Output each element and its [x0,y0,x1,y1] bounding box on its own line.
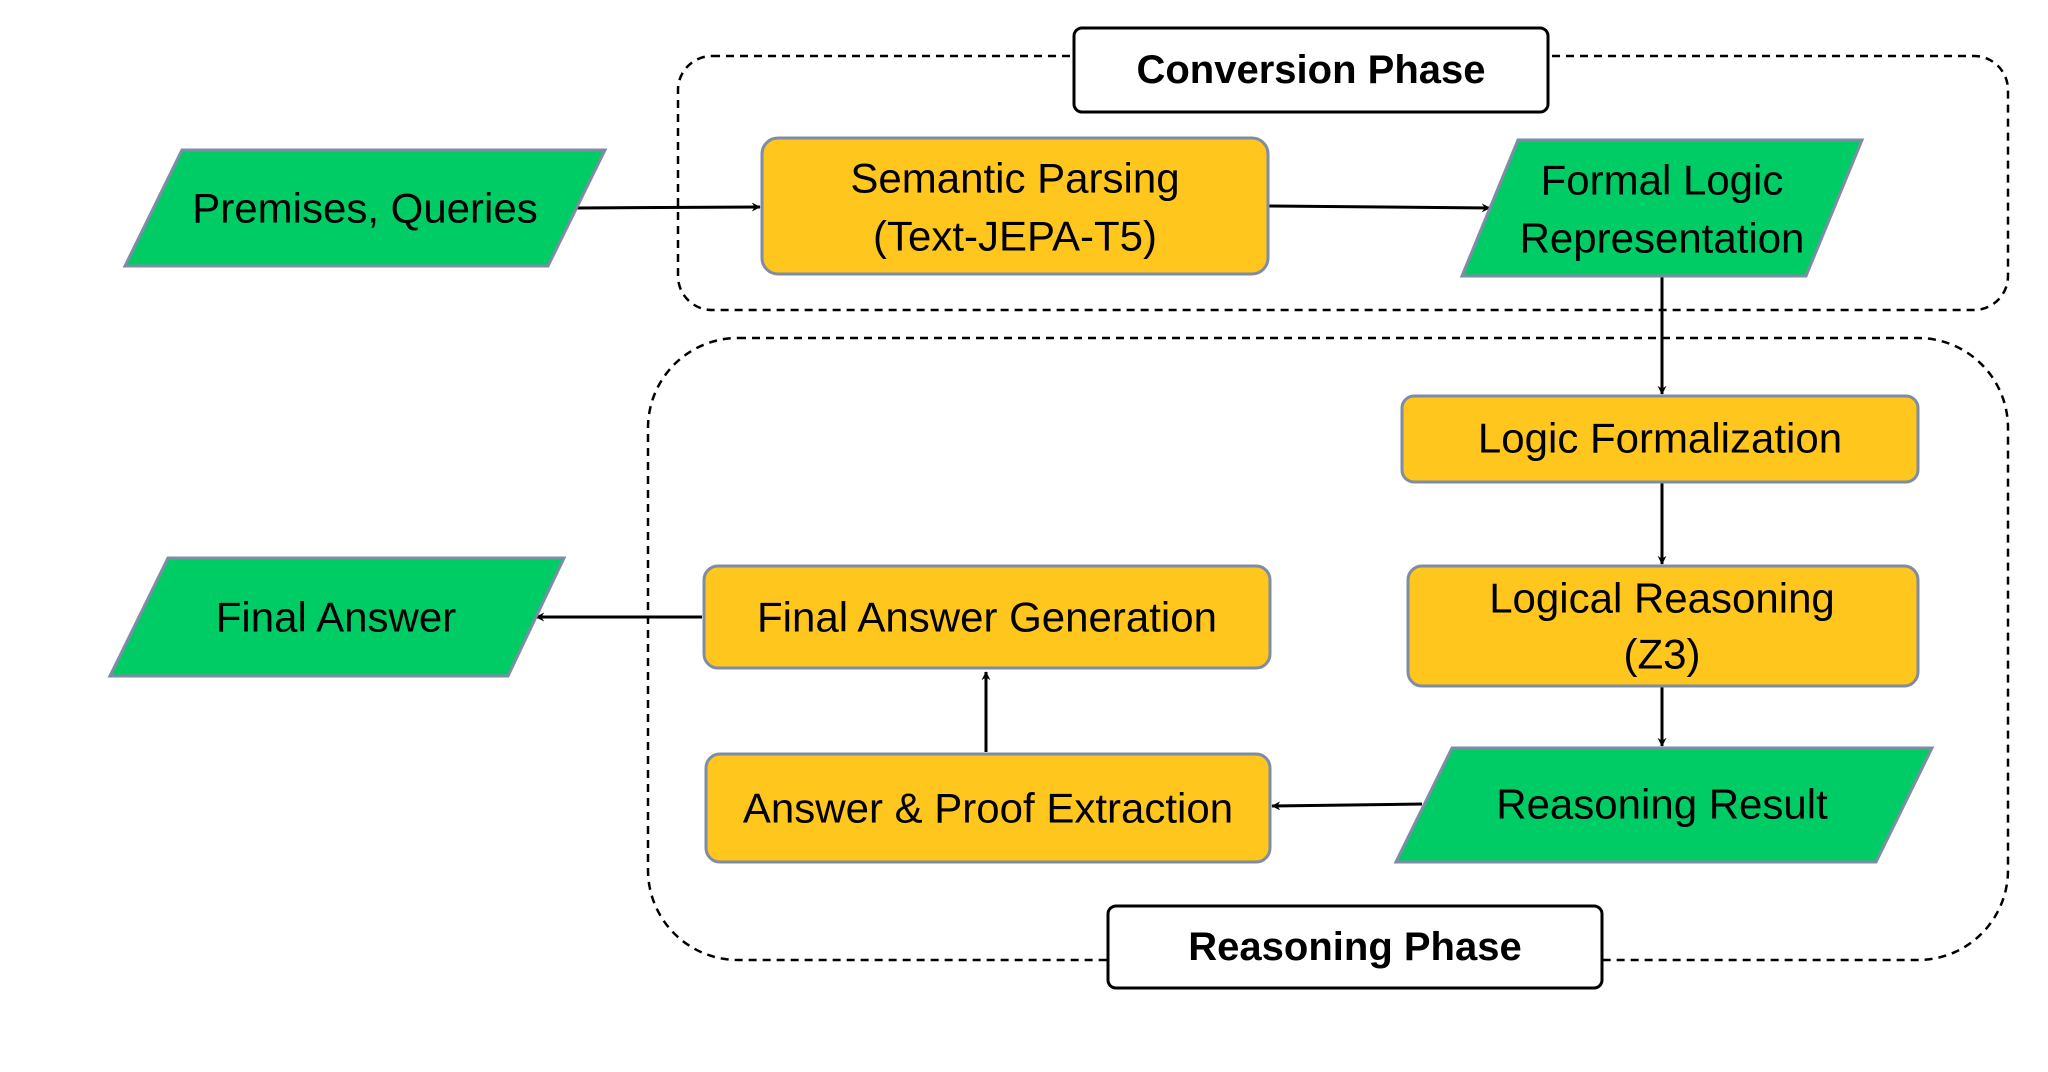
reasoning-result-label: Reasoning Result [1496,781,1828,828]
logical-reasoning-label-line2: (Z3) [1624,631,1701,678]
formal-logic-label-line2: Representation [1520,215,1805,262]
edge-parsing-to-formal-logic [1267,203,1491,213]
logic-formalization-label: Logic Formalization [1478,415,1842,462]
semantic-parsing-node: Semantic Parsing (Text-JEPA-T5) [760,136,1270,276]
final-answer-generation-label: Final Answer Generation [757,594,1217,641]
conversion-phase-label: Conversion Phase [1072,26,1550,114]
premises-queries-label: Premises, Queries [192,185,537,232]
logical-reasoning-node: Logical Reasoning (Z3) [1406,564,1920,688]
semantic-parsing-label-line2: (Text-JEPA-T5) [873,213,1157,260]
answer-proof-extraction-node: Answer & Proof Extraction [704,752,1272,864]
conversion-phase-title: Conversion Phase [1136,48,1485,92]
formal-logic-representation-node: Formal Logic Representation [1459,138,1865,278]
edge-premises-to-parsing [576,202,761,212]
reasoning-phase-title: Reasoning Phase [1188,925,1521,969]
reasoning-result-node: Reasoning Result [1393,746,1935,864]
formal-logic-label-line1: Formal Logic [1541,157,1784,204]
logic-formalization-node: Logic Formalization [1400,394,1920,484]
final-answer-node: Final Answer [107,556,567,678]
final-answer-label: Final Answer [216,594,456,641]
reasoning-phase-label: Reasoning Phase [1106,904,1604,990]
edge-result-to-extraction [1271,801,1423,811]
semantic-parsing-label-line1: Semantic Parsing [850,155,1179,202]
answer-proof-extraction-label: Answer & Proof Extraction [743,785,1233,832]
premises-queries-node: Premises, Queries [122,148,608,268]
logical-reasoning-label-line1: Logical Reasoning [1489,575,1835,622]
final-answer-generation-node: Final Answer Generation [702,564,1272,670]
